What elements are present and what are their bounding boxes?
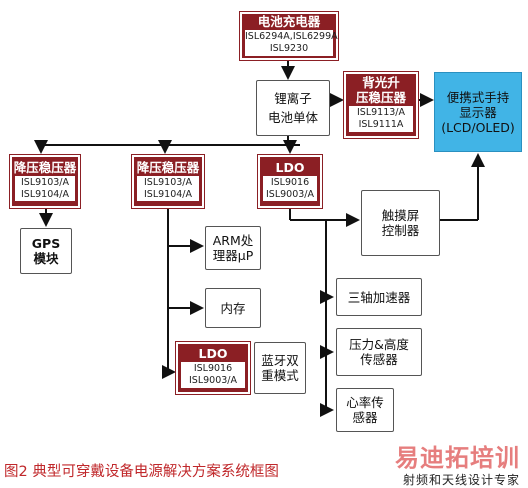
battery-charger-block: 电池充电器 ISL6294A,ISL6299A ISL9230 — [239, 11, 339, 61]
memory-block: 内存 — [205, 288, 261, 328]
part-number: ISL9016 — [193, 363, 233, 375]
backlight-boost-parts: ISL9113/A ISL9111A — [349, 106, 413, 132]
li-ion-cell-line: 电池单体 — [267, 110, 318, 125]
touch-line: 控制器 — [381, 223, 420, 238]
heart-line: 感器 — [352, 410, 378, 425]
battery-charger-parts: ISL6294A,ISL6299A ISL9230 — [245, 30, 338, 56]
part-number: ISL9111A — [358, 118, 404, 130]
touch-controller-block: 触摸屏 控制器 — [361, 190, 440, 256]
touch-line: 触摸屏 — [381, 208, 420, 223]
arm-processor-block: ARM处 理器μP — [205, 226, 261, 270]
watermark: 易迪拓培训 射频和天线设计专家 — [395, 438, 520, 488]
part-number: ISL9113/A — [356, 107, 405, 118]
part-number: ISL9103/A — [143, 176, 192, 188]
ldo-2-block: LDO ISL9016 ISL9003/A — [175, 341, 251, 395]
heart-line: 心率传 — [346, 395, 384, 410]
ldo-1-block: LDO ISL9016 ISL9003/A — [257, 154, 323, 209]
li-ion-cell-block: 锂离子 电池单体 — [256, 80, 330, 136]
heart-rate-sensor-block: 心率传 感器 — [336, 388, 394, 432]
part-number: ISL9003/A — [265, 188, 314, 200]
display-line: (LCD/OLED) — [441, 119, 515, 135]
figure-caption: 图2 典型可穿戴设备电源解决方案系统框图 — [4, 464, 279, 480]
pressure-line: 压力&高度 — [349, 337, 409, 352]
pressure-line: 传感器 — [360, 352, 398, 367]
handheld-display-block: 便携式手持 显示器 (LCD/OLED) — [434, 72, 522, 152]
part-number: ISL9104/A — [20, 188, 69, 200]
bluetooth-block: 蓝牙双 重模式 — [254, 342, 306, 394]
gps-module-block: GPS 模块 — [20, 228, 72, 274]
arm-line: 理器μP — [212, 248, 254, 263]
gps-line: GPS — [31, 236, 61, 251]
part-number: ISL9016 — [270, 176, 310, 188]
part-number: ISL9230 — [269, 43, 309, 54]
bluetooth-line: 蓝牙双 — [261, 353, 299, 368]
buck-regulator-1-title: 降压稳压器 — [13, 159, 77, 175]
display-line: 便携式手持 — [446, 89, 510, 105]
pressure-sensor-block: 压力&高度 传感器 — [336, 328, 422, 376]
bluetooth-line: 重模式 — [261, 368, 299, 383]
buck-regulator-2-parts: ISL9103/A ISL9104/A — [137, 175, 199, 202]
watermark-brand: 易迪拓培训 — [395, 444, 520, 472]
ldo-1-parts: ISL9016 ISL9003/A — [263, 175, 317, 202]
part-number: ISL6294A,ISL6299A — [245, 31, 338, 43]
display-line: 显示器 — [459, 104, 497, 120]
part-number: ISL9104/A — [143, 188, 192, 200]
watermark-tagline: 射频和天线设计专家 — [402, 473, 520, 487]
accel-line: 三轴加速器 — [347, 289, 411, 305]
buck-regulator-1-block: 降压稳压器 ISL9103/A ISL9104/A — [9, 154, 81, 209]
part-number: ISL9103/A — [20, 176, 69, 188]
accelerometer-block: 三轴加速器 — [336, 278, 422, 316]
ldo-2-parts: ISL9016 ISL9003/A — [181, 362, 245, 388]
buck-regulator-2-block: 降压稳压器 ISL9103/A ISL9104/A — [131, 154, 205, 209]
part-number: ISL9003/A — [188, 375, 237, 386]
ldo-1-title: LDO — [275, 159, 305, 175]
gps-line: 模块 — [33, 251, 59, 266]
ldo-2-title: LDO — [198, 346, 228, 362]
buck-regulator-1-parts: ISL9103/A ISL9104/A — [15, 175, 75, 202]
memory-line: 内存 — [220, 300, 246, 316]
battery-charger-title: 电池充电器 — [257, 14, 321, 30]
backlight-boost-title: 背光升 压稳压器 — [355, 75, 406, 105]
backlight-boost-block: 背光升 压稳压器 ISL9113/A ISL9111A — [343, 71, 419, 139]
li-ion-cell-line: 锂离子 — [274, 91, 312, 106]
arm-line: ARM处 — [212, 233, 254, 248]
buck-regulator-2-title: 降压稳压器 — [136, 159, 200, 175]
